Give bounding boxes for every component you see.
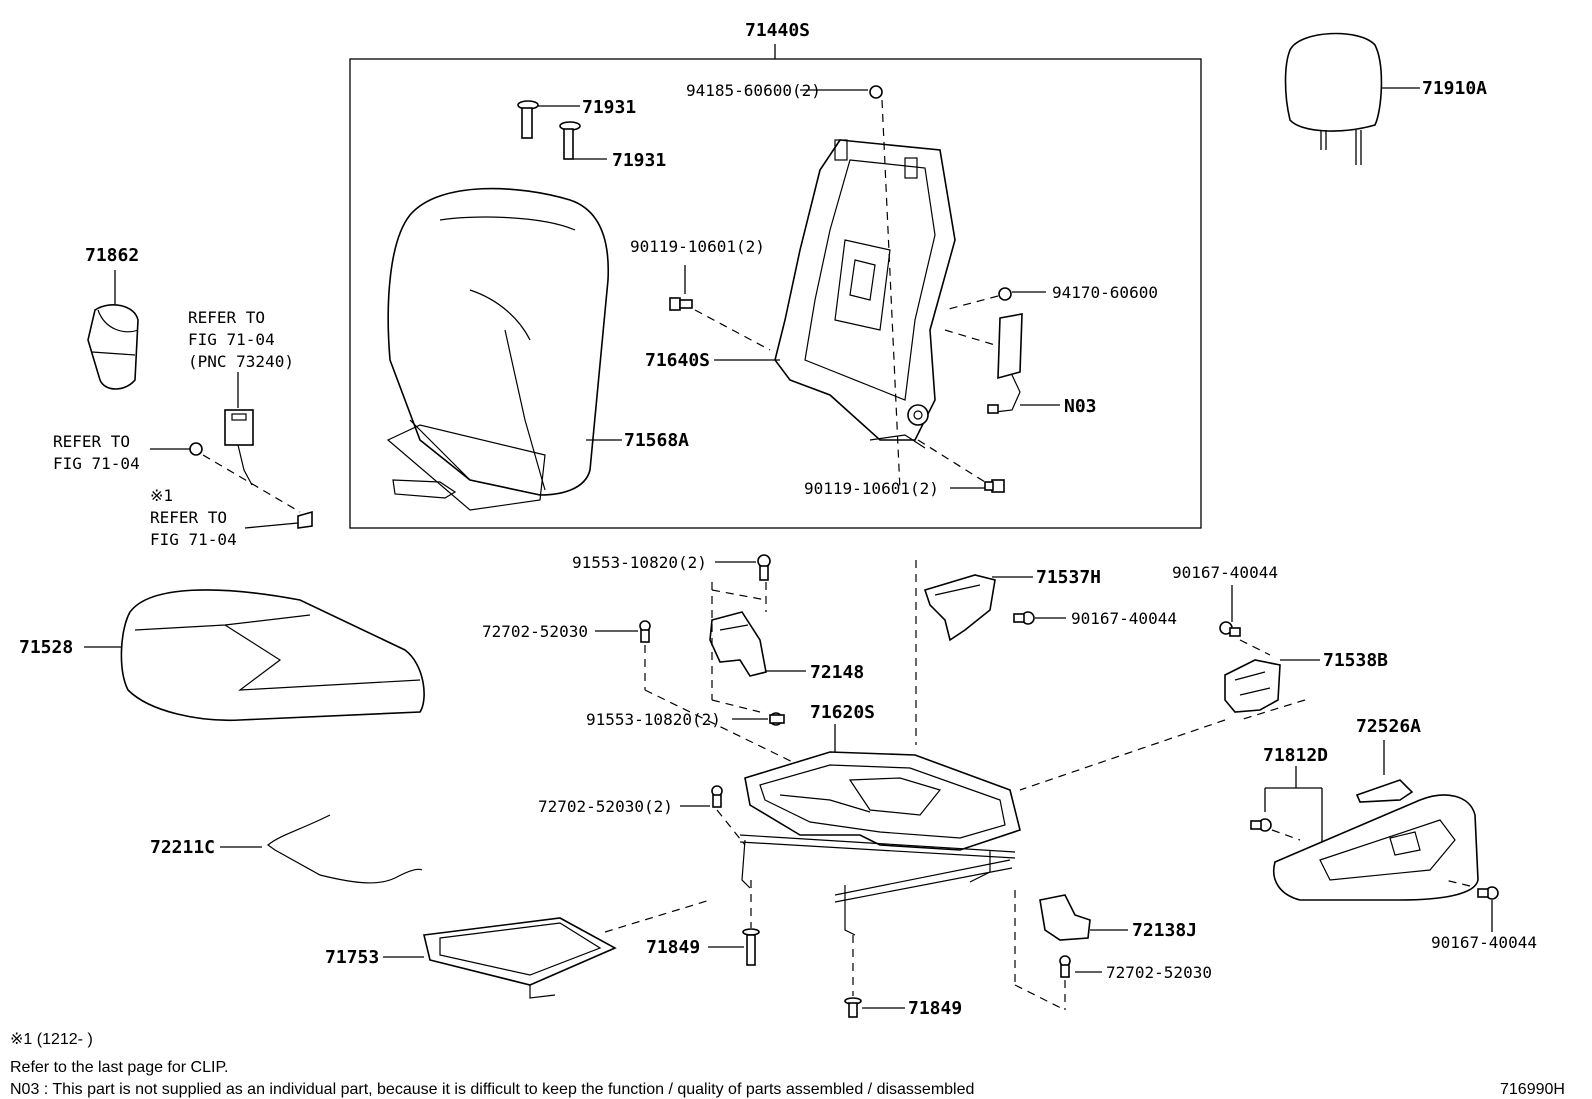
refer3-line2: FIG 71-04 bbox=[150, 530, 237, 549]
label-72702-b: 72702-52030(2) bbox=[538, 797, 673, 816]
label-90119-a: 90119-10601(2) bbox=[630, 237, 765, 256]
shield-71812D bbox=[1273, 794, 1479, 901]
label-72526A: 72526A bbox=[1356, 716, 1421, 737]
label-72702-a: 72702-52030 bbox=[482, 622, 588, 641]
bolt-90167-a bbox=[1013, 611, 1035, 625]
label-71931-a: 71931 bbox=[582, 97, 636, 118]
bolt-91553-a bbox=[757, 554, 771, 581]
label-71849-b: 71849 bbox=[908, 998, 962, 1019]
nut-94170 bbox=[998, 287, 1012, 301]
label-91553-b: 91553-10820(2) bbox=[586, 710, 721, 729]
refer1-line3: (PNC 73240) bbox=[188, 352, 294, 371]
seatback-cover bbox=[386, 187, 610, 511]
seatback-frame bbox=[774, 139, 956, 449]
seat-adjuster-frame bbox=[739, 751, 1021, 936]
seatbelt-buckle bbox=[224, 409, 254, 486]
bracket-71538B bbox=[1224, 659, 1281, 713]
bolt-72702-c bbox=[1059, 955, 1071, 978]
refer2-line2: FIG 71-04 bbox=[53, 454, 140, 473]
label-72148: 72148 bbox=[810, 662, 864, 683]
pin-71849-a bbox=[742, 928, 760, 966]
bolt-91553-b bbox=[769, 712, 785, 726]
label-71640S: 71640S bbox=[645, 350, 710, 371]
mark-1: ※1 bbox=[150, 486, 173, 505]
nut-buckle bbox=[189, 442, 203, 456]
bolt-90119-a bbox=[669, 297, 693, 311]
label-71812D: 71812D bbox=[1263, 745, 1328, 766]
label-71568A: 71568A bbox=[624, 430, 689, 451]
bracket-72148 bbox=[709, 611, 767, 677]
label-71849-a: 71849 bbox=[646, 937, 700, 958]
knob-72526A bbox=[1355, 779, 1414, 803]
label-71931-b: 71931 bbox=[612, 150, 666, 171]
bolt-90119-b bbox=[984, 479, 1005, 493]
headrest bbox=[1284, 32, 1383, 165]
label-71910A: 71910A bbox=[1422, 78, 1487, 99]
label-71528: 71528 bbox=[19, 637, 73, 658]
label-90119-b: 90119-10601(2) bbox=[804, 479, 939, 498]
refer1-line1: REFER TO bbox=[188, 308, 265, 327]
bolt-90167-b bbox=[1219, 621, 1241, 637]
label-71753: 71753 bbox=[325, 947, 379, 968]
screw-71812D bbox=[1250, 818, 1272, 832]
label-90167-c: 90167-40044 bbox=[1431, 933, 1537, 952]
label-72211C: 72211C bbox=[150, 837, 215, 858]
footnote-n03: N03 : This part is not supplied as an in… bbox=[10, 1081, 974, 1098]
cover-71537H bbox=[923, 574, 996, 642]
refer1-line2: FIG 71-04 bbox=[188, 330, 275, 349]
bolt-72702-a bbox=[639, 620, 651, 643]
seat-cushion-cover bbox=[120, 589, 425, 722]
label-71862: 71862 bbox=[85, 245, 139, 266]
tray-71753 bbox=[423, 917, 617, 999]
label-71537H: 71537H bbox=[1036, 567, 1101, 588]
clip-71931-a bbox=[517, 100, 539, 139]
clip-71931-b bbox=[559, 121, 581, 160]
refer3-line1: REFER TO bbox=[150, 508, 227, 527]
label-71440S: 71440S bbox=[745, 20, 810, 41]
side-airbag-n03 bbox=[987, 313, 1023, 414]
footnote-mark: ※1 (1212- ) bbox=[10, 1031, 93, 1048]
label-90167-a: 90167-40044 bbox=[1071, 609, 1177, 628]
nut-94185 bbox=[869, 85, 883, 99]
bolt-90167-c bbox=[1477, 886, 1499, 900]
label-90167-b: 90167-40044 bbox=[1172, 563, 1278, 582]
bolt-72702-b bbox=[711, 785, 723, 808]
cover-71862 bbox=[87, 304, 139, 390]
label-94170: 94170-60600 bbox=[1052, 283, 1158, 302]
label-N03: N03 bbox=[1064, 396, 1097, 417]
label-71620S: 71620S bbox=[810, 702, 875, 723]
cover-72138J bbox=[1039, 894, 1091, 941]
refer2-line1: REFER TO bbox=[53, 432, 130, 451]
label-72702-c: 72702-52030 bbox=[1106, 963, 1212, 982]
figure-id: 716990H bbox=[1500, 1081, 1565, 1098]
label-94185: 94185-60600(2) bbox=[686, 81, 821, 100]
label-71538B: 71538B bbox=[1323, 650, 1388, 671]
pin-71849-b bbox=[844, 997, 862, 1018]
label-91553-a: 91553-10820(2) bbox=[572, 553, 707, 572]
footnote-clip: Refer to the last page for CLIP. bbox=[10, 1059, 229, 1076]
clip-buckle bbox=[297, 510, 313, 529]
label-72138J: 72138J bbox=[1132, 920, 1197, 941]
wire-72211C bbox=[267, 814, 423, 884]
